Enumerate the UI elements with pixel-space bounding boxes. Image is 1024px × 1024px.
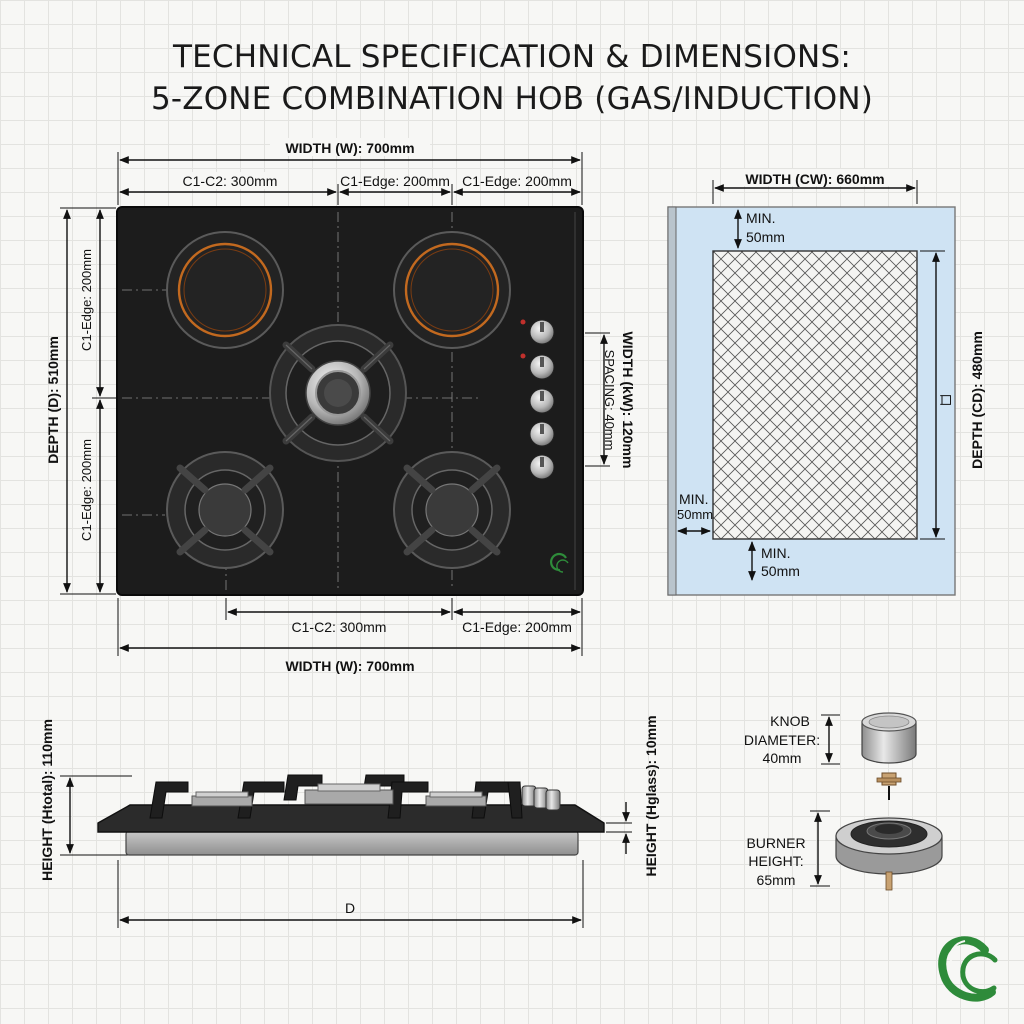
- hob-top-view: [116, 206, 584, 596]
- depth-label: DEPTH (D): 510mm: [45, 336, 61, 464]
- min-bottom-label-1: MIN.: [761, 545, 791, 561]
- cutout-view: WIDTH (CW): 660mm 口 MIN. 50mm MIN. 50mm …: [667, 169, 985, 596]
- burner-detail-label-2: HEIGHT:: [748, 853, 803, 869]
- c1edge-top-a-label: C1-Edge: 200mm: [340, 173, 450, 189]
- burner-detail-label-1: BURNER: [746, 835, 805, 851]
- c1edge-bottom-label: C1-Edge: 200mm: [462, 619, 572, 635]
- cutout-opening: [712, 250, 918, 540]
- depth-dimension: DEPTH (D): 510mm: [45, 207, 116, 595]
- c1c2-top-label: C1-C2: 300mm: [183, 173, 278, 189]
- knob-detail-label-2: DIAMETER:: [744, 732, 820, 748]
- min-top-label-1: MIN.: [746, 210, 776, 226]
- top-spacing-dimensions: C1-C2: 300mm C1-Edge: 200mm C1-Edge: 200…: [119, 172, 581, 205]
- hob-body: [125, 830, 579, 856]
- indicator-light-icon: [520, 353, 526, 359]
- control-knob-icon[interactable]: [529, 319, 555, 345]
- glass-plate: [97, 804, 605, 833]
- brand-logo-icon: [550, 552, 569, 573]
- gas-burner-right: [393, 451, 511, 569]
- valve-stem-detail: [876, 772, 902, 800]
- page-title: TECHNICAL SPECIFICATION & DIMENSIONS: 5-…: [0, 36, 1024, 120]
- burner-detail: [835, 817, 943, 891]
- knob-detail-label-1: KNOB: [770, 713, 810, 729]
- control-knobs: [520, 319, 555, 480]
- induction-zone-left: [166, 231, 284, 349]
- left-spacing-dimensions: C1-Edge: 200mm C1-Edge: 200mm: [79, 209, 116, 593]
- control-knob-icon[interactable]: [529, 354, 555, 380]
- knob-spacing-label: SPACING: 40mm: [602, 350, 617, 451]
- cutout-depth-label: DEPTH (CD): 480mm: [969, 331, 985, 469]
- top-width-label: WIDTH (W): 700mm: [285, 140, 414, 156]
- height-glass-label: HEIGHT (Hglass): 10mm: [643, 715, 659, 876]
- gas-burner-center: [269, 324, 407, 462]
- side-view: HEIGHT (Htotal): 110mm HEIGHT (Hgla: [39, 715, 659, 928]
- height-total-label: HEIGHT (Htotal): 110mm: [39, 719, 55, 881]
- knob-dimensions: WIDTH (kW): 120mm SPACING: 40mm: [585, 332, 636, 469]
- cutout-width-label: WIDTH (CW): 660mm: [745, 171, 884, 187]
- bottom-width-label: WIDTH (W): 700mm: [285, 658, 414, 674]
- burner-detail-label-3: 65mm: [757, 872, 796, 888]
- detail-view: KNOB DIAMETER: 40mm BURNER HEIGHT: 65mm: [744, 712, 943, 891]
- c1edge-top-b-label: C1-Edge: 200mm: [462, 173, 572, 189]
- min-left-label-2: 50mm: [677, 507, 713, 522]
- control-knob-icon[interactable]: [529, 454, 555, 480]
- knob-width-label: WIDTH (kW): 120mm: [620, 332, 636, 469]
- side-depth-label: D: [345, 900, 355, 916]
- bottom-width-dimension: WIDTH (W): 700mm: [117, 598, 583, 674]
- induction-zone-right: [393, 231, 511, 349]
- knob-detail-label-3: 40mm: [763, 750, 802, 766]
- title-line-2: 5-ZONE COMBINATION HOB (GAS/INDUCTION): [150, 81, 874, 117]
- control-knob-icon[interactable]: [529, 421, 555, 447]
- indicator-light-icon: [520, 319, 526, 325]
- title-line-1: TECHNICAL SPECIFICATION & DIMENSIONS:: [173, 39, 851, 75]
- gas-burner-left: [166, 451, 284, 569]
- cutout-center-mark: 口: [938, 393, 953, 406]
- min-top-label-2: 50mm: [746, 229, 785, 245]
- min-left-label-1: MIN.: [679, 491, 709, 507]
- min-bottom-label-2: 50mm: [761, 563, 800, 579]
- control-knob-icon[interactable]: [529, 388, 555, 414]
- knob-detail: [861, 712, 917, 764]
- c1c2-bottom-label: C1-C2: 300mm: [292, 619, 387, 635]
- brand-logo-icon: [938, 936, 998, 1002]
- top-width-dimension: WIDTH (W): 700mm: [117, 138, 583, 205]
- c1edge-left-upper-label: C1-Edge: 200mm: [79, 249, 94, 351]
- c1edge-left-lower-label: C1-Edge: 200mm: [79, 439, 94, 541]
- bottom-spacing-dimensions: C1-C2: 300mm C1-Edge: 200mm: [225, 598, 581, 635]
